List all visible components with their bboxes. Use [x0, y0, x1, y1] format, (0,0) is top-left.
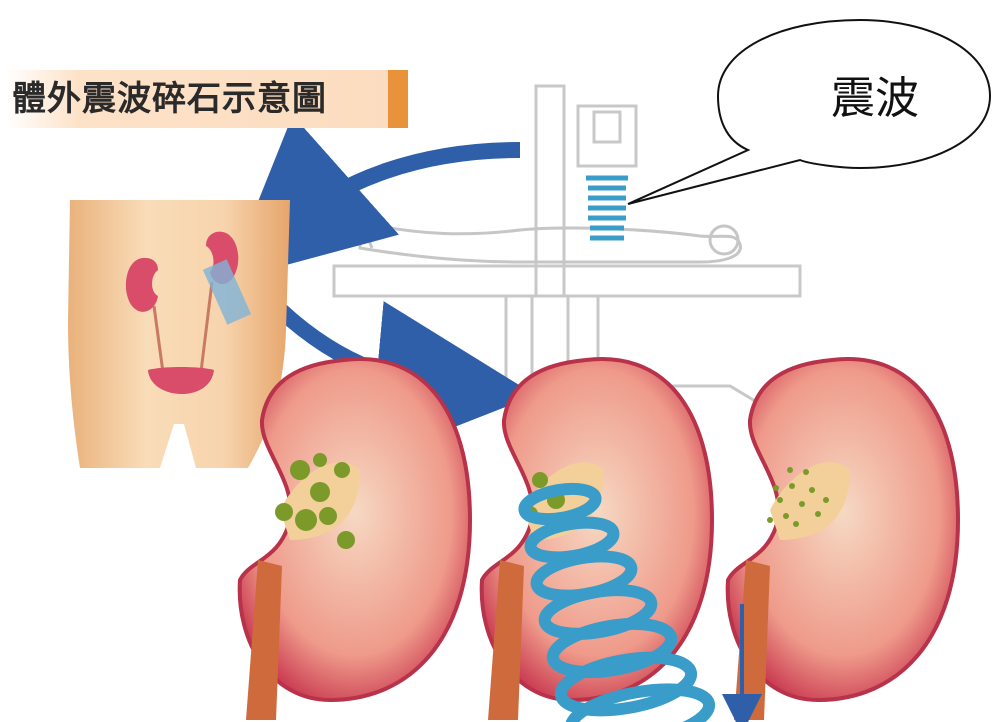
shockwave-emitter-icon — [578, 106, 636, 166]
diagram-title: 體外震波碎石示意圖 — [12, 74, 327, 124]
title-accent-bar — [388, 70, 408, 128]
treatment-table — [334, 266, 800, 296]
kidney-after — [728, 359, 958, 720]
body-torso — [68, 200, 290, 468]
kidney-before — [240, 359, 470, 720]
arrow-icon — [286, 150, 520, 228]
patient-outline-icon — [360, 214, 740, 262]
callout-label: 震波 — [800, 62, 950, 126]
shockwave-coil — [586, 178, 628, 238]
